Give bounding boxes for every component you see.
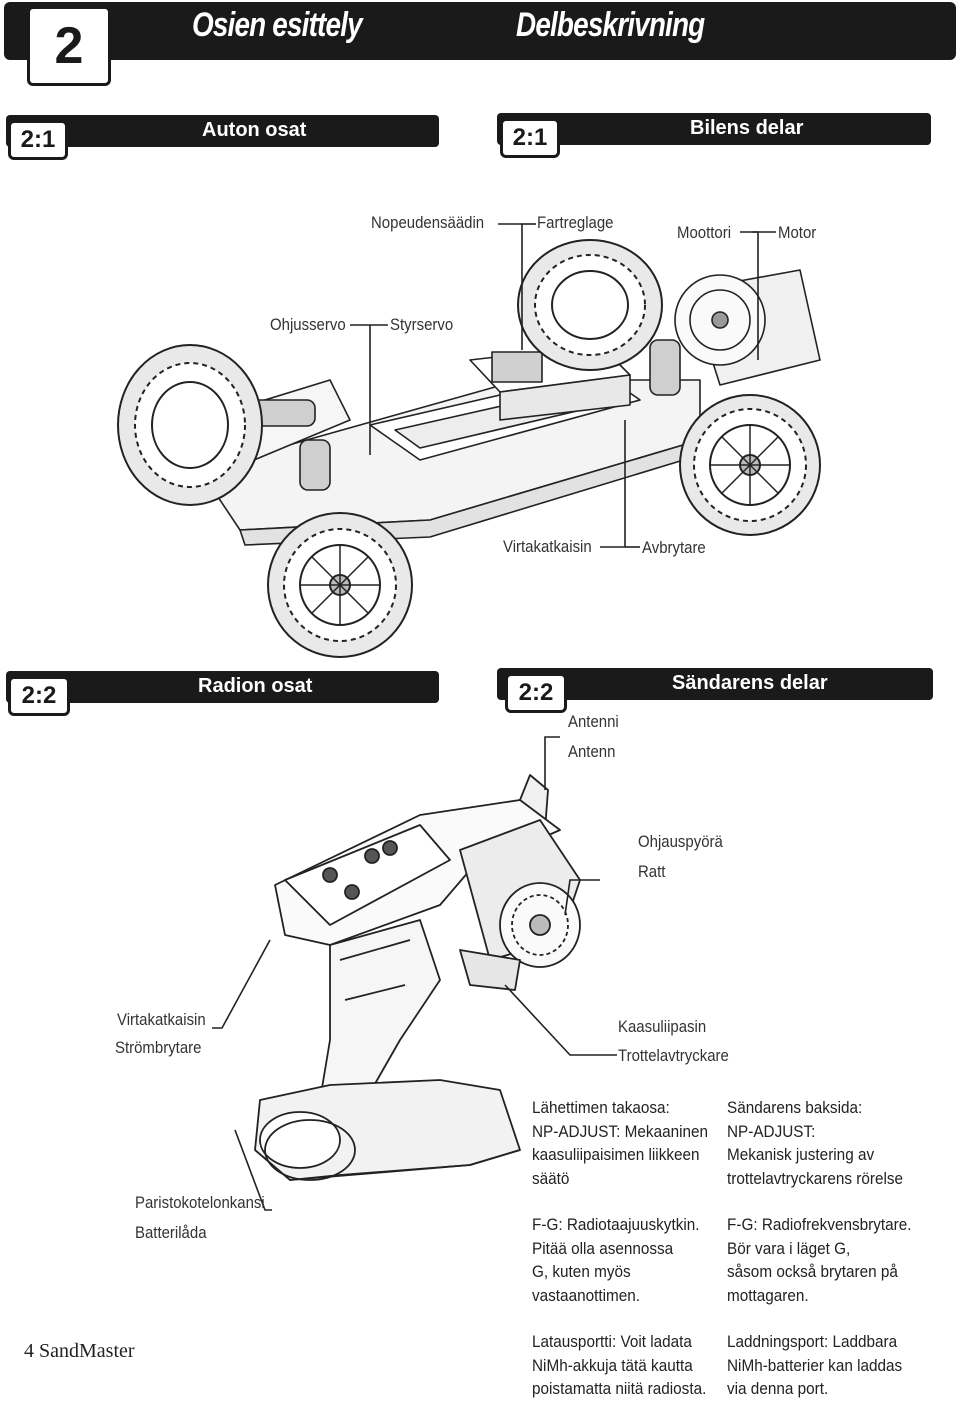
notes-fg-line-sv: Bör vara i läget G, <box>727 1238 851 1258</box>
section-title-radio-fi: Radion osat <box>198 675 313 697</box>
notes-charge-sv: Laddningsport: Laddbara NiMh-batterier k… <box>727 1330 902 1401</box>
section-number-car-sv: 2:1 <box>500 118 560 158</box>
notes-charge-line-sv: via denna port. <box>727 1379 829 1398</box>
label-motor-fi: Moottori <box>677 223 732 242</box>
notes-charge-line-fi: poistamatta niitä radiosta. <box>532 1379 707 1398</box>
page-footer: 4 SandMaster <box>24 1340 135 1362</box>
notes-fg-fi: F-G: Radiotaajuuskytkin. Pitää olla asen… <box>532 1213 700 1307</box>
notes-back-line-fi: säätö <box>532 1168 570 1188</box>
label-power-fi: Virtakatkaisin <box>117 1010 206 1029</box>
notes-back-line-sv: NP-ADJUST: <box>727 1121 816 1141</box>
notes-back-line-fi: kaasuliipaisimen liikkeen <box>532 1145 700 1164</box>
section-number-radio-fi: 2:2 <box>8 676 70 716</box>
notes-charge-line-fi: Latausportti: Voit ladata <box>532 1332 692 1351</box>
chapter-title-sv: Delbeskrivning <box>516 6 705 44</box>
notes-fg-line-fi: F-G: Radiotaajuuskytkin. <box>532 1215 700 1234</box>
label-motor-sv: Motor <box>778 223 817 242</box>
label-antenna-sv: Antenn <box>568 742 616 761</box>
section-number-radio-sv: 2:2 <box>505 673 567 713</box>
label-switch-fi: Virtakatkaisin <box>503 537 592 556</box>
section-bar-radio-sv <box>497 668 933 700</box>
label-power-sv: Strömbrytare <box>115 1038 202 1057</box>
label-switch-sv: Avbrytare <box>642 538 706 557</box>
notes-fg-sv: F-G: Radiofrekvensbrytare. Bör vara i lä… <box>727 1213 912 1307</box>
notes-fg-line-sv: mottagaren. <box>727 1285 809 1305</box>
label-steering-servo-sv: Styrservo <box>390 315 454 334</box>
notes-back-line-fi: NP-ADJUST: Mekaaninen <box>532 1121 709 1141</box>
label-speed-controller-fi: Nopeudensäädin <box>371 213 485 232</box>
label-wheel-sv: Ratt <box>638 862 666 881</box>
section-bar-car-sv <box>497 113 931 145</box>
notes-charge-line-fi: NiMh-akkuja tätä kautta <box>532 1355 693 1375</box>
section-title-radio-sv: Sändarens delar <box>672 672 828 694</box>
notes-fg-line-fi: Pitää olla asennossa <box>532 1238 674 1258</box>
notes-fg-line-sv: såsom också brytaren på <box>727 1262 898 1281</box>
label-battery-sv: Batterilåda <box>135 1223 207 1242</box>
label-trigger-sv: Trottelavtryckare <box>618 1046 729 1065</box>
notes-back-fi: Lähettimen takaosa: NP-ADJUST: Mekaanine… <box>532 1096 708 1190</box>
label-speed-controller-sv: Fartreglage <box>537 213 614 232</box>
section-bar-radio-fi <box>6 671 439 703</box>
notes-back-title-sv: Sändarens baksida: <box>727 1098 863 1117</box>
notes-back-title-fi: Lähettimen takaosa: <box>532 1098 670 1117</box>
notes-charge-fi: Latausportti: Voit ladata NiMh-akkuja tä… <box>532 1330 706 1401</box>
label-antenna-fi: Antenni <box>568 712 619 731</box>
notes-charge-line-sv: Laddningsport: Laddbara <box>727 1332 898 1351</box>
section-title-car-fi: Auton osat <box>202 119 307 141</box>
section-bar-car-fi <box>6 115 439 147</box>
notes-fg-line-fi: G, kuten myös <box>532 1262 631 1281</box>
label-trigger-fi: Kaasuliipasin <box>618 1017 707 1036</box>
notes-fg-line-sv: F-G: Radiofrekvensbrytare. <box>727 1215 912 1234</box>
chapter-title-fi: Osien esittely <box>192 6 363 44</box>
chapter-number: 2 <box>27 6 111 86</box>
notes-back-sv: Sändarens baksida: NP-ADJUST: Mekanisk j… <box>727 1096 903 1190</box>
label-wheel-fi: Ohjauspyörä <box>638 832 723 851</box>
section-title-car-sv: Bilens delar <box>690 117 804 139</box>
notes-back-line-sv: Mekanisk justering av <box>727 1145 875 1164</box>
notes-charge-line-sv: NiMh-batterier kan laddas <box>727 1355 903 1375</box>
label-battery-fi: Paristokotelonkansi <box>135 1193 265 1212</box>
chapter-banner <box>4 2 956 60</box>
label-steering-servo-fi: Ohjusservo <box>270 315 346 334</box>
section-number-car-fi: 2:1 <box>8 120 68 160</box>
notes-back-line-sv: trottelavtryckarens rörelse <box>727 1168 904 1188</box>
notes-fg-line-fi: vastaanottimen. <box>532 1285 641 1305</box>
